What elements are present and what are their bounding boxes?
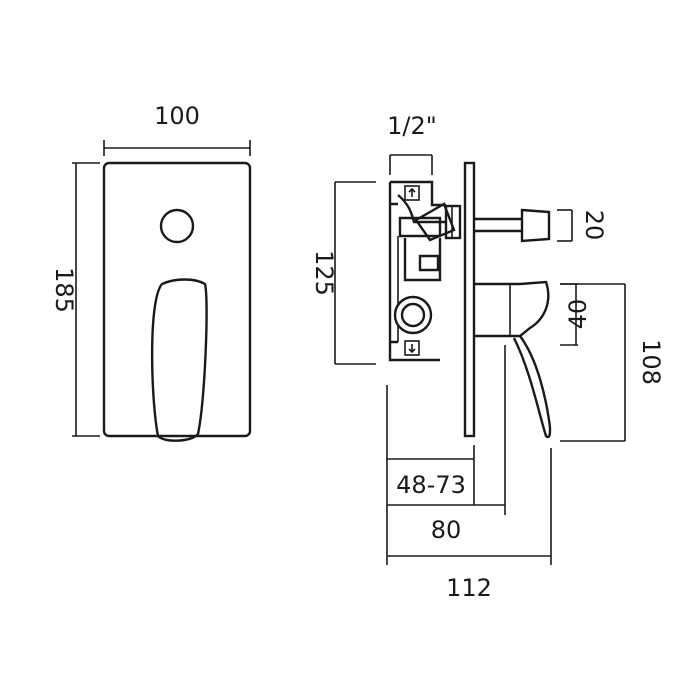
front-lever	[150, 278, 208, 442]
total-height-label: 108	[637, 339, 665, 385]
dim-front-height: 185	[50, 162, 100, 437]
flow-arrow-up-icon	[404, 185, 420, 201]
front-plate	[102, 161, 252, 438]
outlet-ring	[393, 295, 433, 335]
inlet-size-label: 1/2"	[387, 112, 437, 140]
dim-inlet-size: 1/2"	[387, 112, 437, 175]
dim-handle-projection: 80	[387, 345, 506, 544]
front-width-label: 100	[154, 102, 200, 130]
dim-handle-depth: 20	[557, 209, 608, 242]
valve-body	[388, 180, 446, 362]
total-projection-label: 112	[446, 574, 492, 602]
handle-depth-label: 20	[580, 210, 608, 241]
handle-projection-label: 80	[431, 516, 462, 544]
dim-lever-height: 40	[560, 283, 592, 346]
dim-body-height: 125	[310, 181, 376, 365]
diverter-knob	[159, 208, 195, 244]
dim-wall-depth: 48-73	[386, 385, 475, 565]
body-height-label: 125	[310, 250, 338, 296]
wall-depth-label: 48-73	[396, 471, 466, 499]
flow-arrow-down-icon	[404, 340, 420, 356]
dim-total-projection: 112	[387, 448, 552, 602]
lever-height-label: 40	[564, 299, 592, 330]
diverter-handle	[474, 208, 551, 243]
front-view	[102, 161, 252, 442]
dim-total-height: 108	[560, 283, 665, 442]
side-view	[388, 161, 552, 439]
dim-front-width: 100	[103, 102, 251, 156]
front-height-label: 185	[50, 267, 78, 313]
side-lever	[474, 280, 552, 439]
wall-plate	[463, 161, 476, 438]
